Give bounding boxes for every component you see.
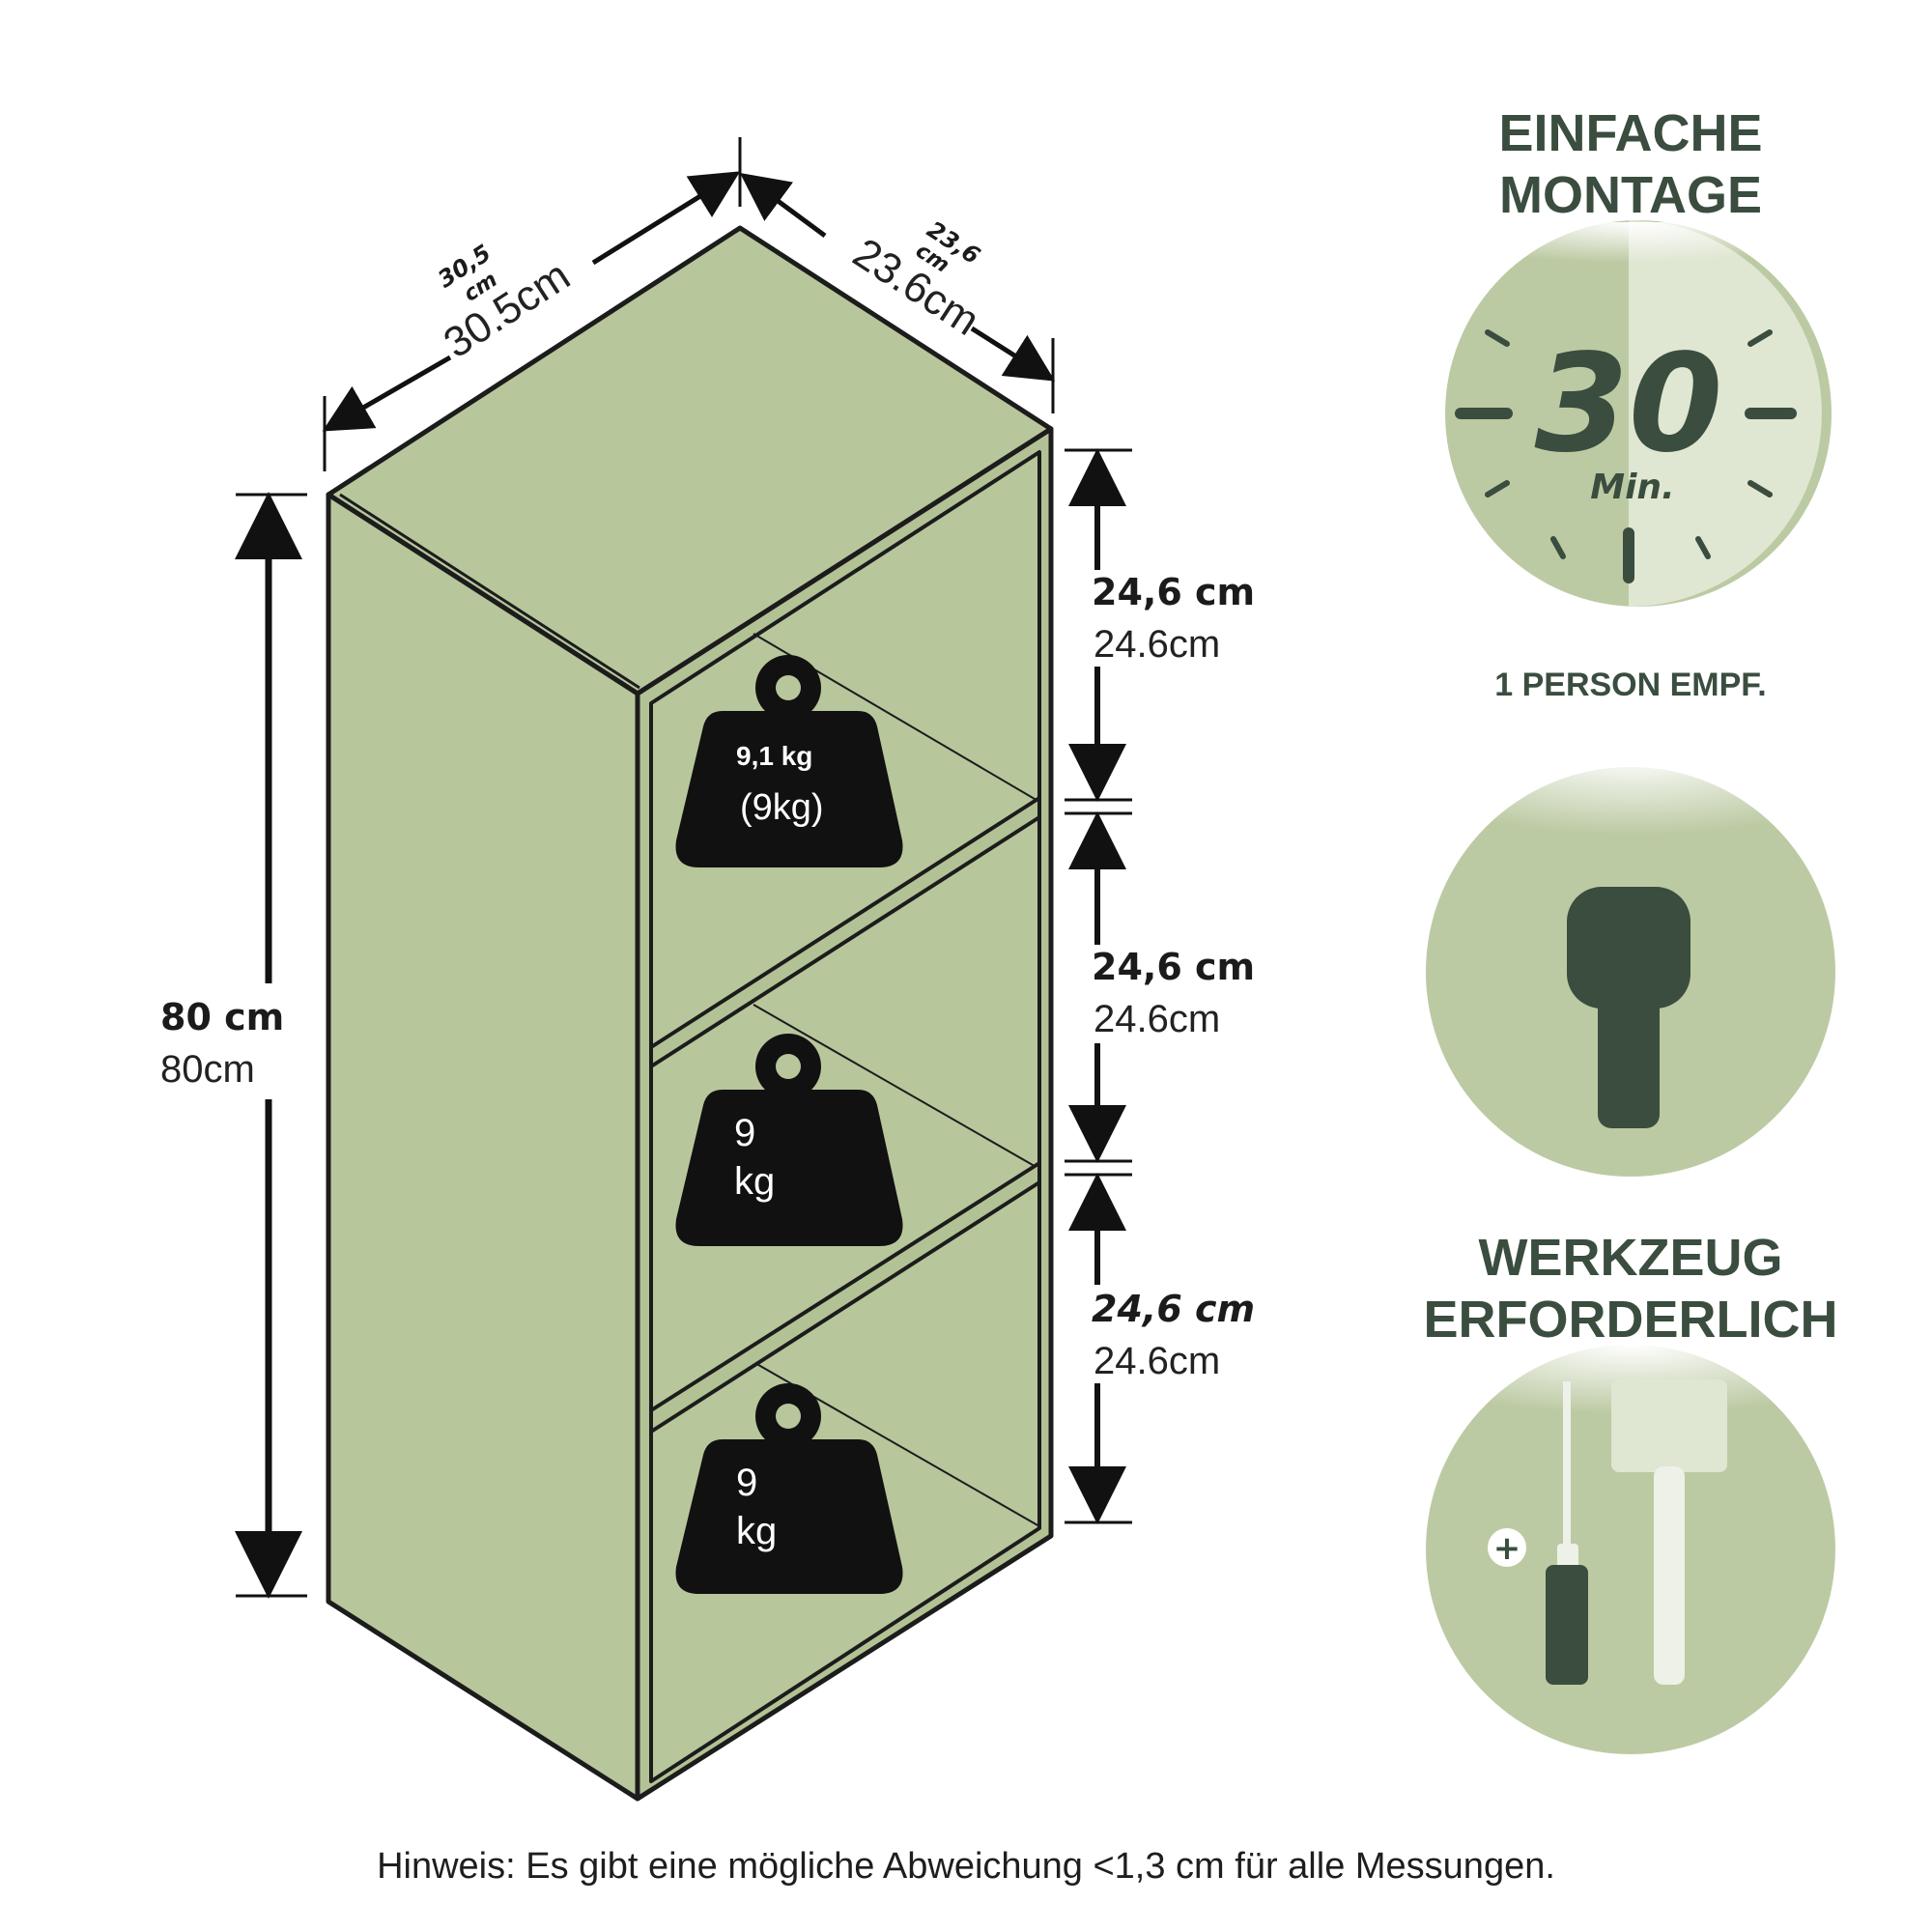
persons-label: 1 PERSON EMPF.	[1494, 667, 1767, 703]
timer-unit: Min.	[1590, 468, 1674, 507]
shelf-2	[649, 1161, 1041, 1434]
weight-icon-2: 9 kg	[675, 1034, 903, 1246]
compartment-1-bold: 24,6 cm	[1092, 571, 1255, 613]
weight-icon-3: 9 kg	[675, 1383, 903, 1594]
stopwatch-icon: 30 Min.	[1445, 220, 1832, 607]
tools-icon: +	[1410, 1345, 1855, 1754]
compartment-3-thin: 24.6cm	[1094, 1340, 1220, 1382]
height-label-thin: 80cm	[160, 1048, 255, 1091]
compartment-2-bold: 24,6 cm	[1092, 946, 1255, 988]
width-label: 30,5 cm 30.5cm	[433, 240, 578, 367]
weight-label-1a: 9,1 kg	[736, 741, 812, 771]
assembly-title-line2: MONTAGE	[1499, 166, 1762, 224]
tools-title-line1: WERKZEUG	[1479, 1229, 1783, 1287]
shelf-1	[649, 796, 1041, 1068]
assembly-title-line1: EINFACHE	[1498, 104, 1762, 162]
compartment-1-thin: 24.6cm	[1094, 623, 1220, 666]
compartment-3-bold: 24,6 cm	[1092, 1288, 1255, 1330]
person-icon	[1410, 753, 1855, 1177]
weight-label-3a: 9	[736, 1462, 757, 1504]
measurement-note: Hinweis: Es gibt eine mögliche Abweichun…	[377, 1846, 1555, 1887]
weight-label-1b: (9kg)	[740, 787, 824, 828]
weight-icon-1: 9,1 kg (9kg)	[675, 655, 903, 867]
tools-title-line2: ERFORDERLICH	[1424, 1291, 1838, 1349]
dimension-lines	[235, 137, 1132, 1599]
screwdriver-icon	[1546, 1381, 1588, 1685]
cabinet-left-side	[326, 492, 640, 1802]
compartment-2-thin: 24.6cm	[1094, 998, 1220, 1040]
weight-label-3b: kg	[736, 1510, 777, 1552]
timer-value: 30	[1535, 326, 1723, 483]
hammer-icon	[1611, 1379, 1727, 1685]
weight-label-2b: kg	[734, 1160, 775, 1203]
plus-symbol: +	[1493, 1529, 1521, 1568]
weight-label-2a: 9	[734, 1112, 755, 1154]
height-label-bold: 80 cm	[160, 996, 284, 1038]
